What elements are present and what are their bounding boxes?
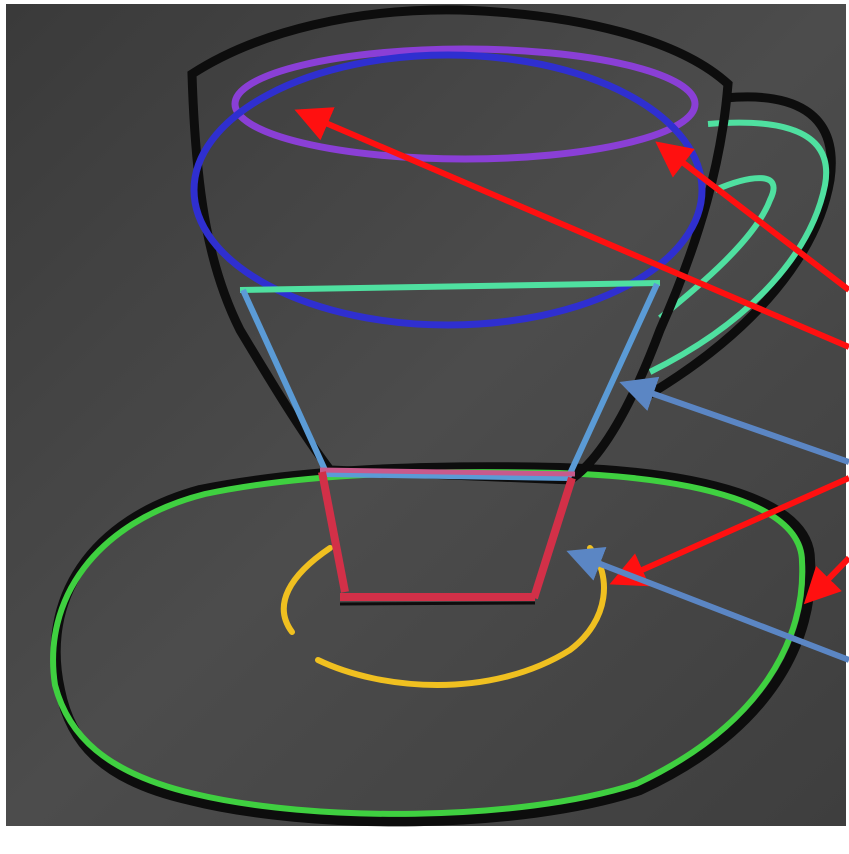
base-bottom-shadow	[340, 603, 535, 604]
